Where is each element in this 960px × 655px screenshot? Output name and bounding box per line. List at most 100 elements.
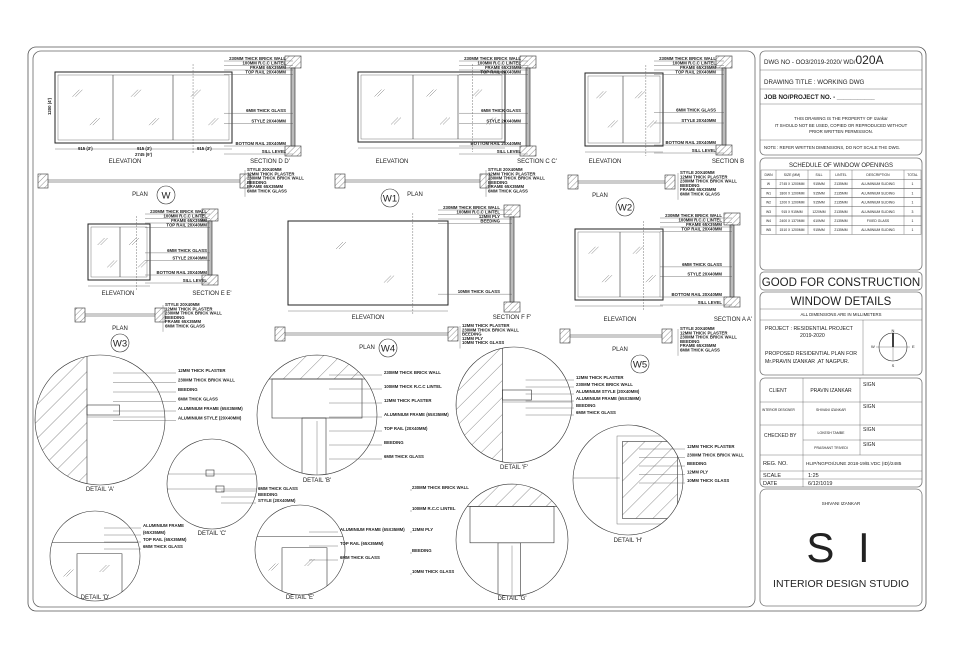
schedule-cell: SILL [816,173,823,177]
detail-label: ALUMINIUM FRAME [143,523,184,528]
dim-pane-3: 915 (3') [197,146,212,151]
plan-label: FRAME 65X35MM [680,343,716,348]
schedule-cell: SIZE (MM) [784,173,800,177]
plan-label: STYLE 20X40MM [165,302,200,307]
glass-mark-icon [211,118,219,126]
section-label: 230MM THICK BRICK WALL [659,56,716,61]
window-tag-circle [380,188,400,208]
plan-wall-left [567,174,579,190]
plan-wall-left [559,328,571,344]
dim-height: 1200 (4') [47,97,52,115]
detail-label: 6MM THICK GLASS [178,397,218,402]
glass-mark-icon [635,246,644,254]
detail-circle [49,510,141,602]
detail-label: 230MM THICK BRICK WALL [178,378,235,383]
drawing-title: DRAWING TITLE : WORKING DWG [764,79,865,86]
dwg-no: DWG NO - OO3/2019-2020/ WD/020A [764,53,884,67]
plan-label: 12MM THICK PLASTER [247,171,295,176]
glass-mark-icon [645,275,653,283]
studio-owner: SHIVANI IZANKAR [822,501,861,506]
title-block: DWG NO - OO3/2019-2020/ WD/020A DRAWING … [759,50,923,607]
plan-wall-left [334,173,346,189]
window-tag: W5 [633,360,647,371]
section-label: FRAME 65X35MM [680,65,716,70]
section-caption: SECTION A A' [714,317,752,323]
detail-label: 12MM THICK PLASTER [384,398,432,403]
svg-text:E: E [912,344,915,349]
sign-client: SIGN [863,382,876,388]
glass-mark-icon [338,241,347,250]
glass-mark-icon [107,260,115,268]
section-label: 12MM PLY [479,214,500,219]
plan-wall-right [661,328,673,344]
schedule-cell: 1 [912,201,914,205]
elevation-caption: ELEVATION [102,291,135,297]
elevation-caption: ELEVATION [604,317,637,323]
plan-label: 230MM THICK BRICK WALL [462,327,519,332]
scale-value: 1:25 [808,473,819,479]
section-label: 100MM R.C.C LINTEL [679,218,723,223]
glass-mark-icon [208,118,216,126]
section-label: FRAME 65X35MM [250,65,286,70]
plan-caption: PLAN [592,193,608,199]
glass-mark-icon [89,118,97,126]
plan-label: 12MM THICK PLASTER [680,174,728,179]
drawing-area-border [32,50,756,608]
elevation-inner-frame [90,226,148,278]
checked-value-2: PRASHANT TRIVEDI [814,446,848,450]
plan-label: 230MM THICK BRICK WALL [488,176,545,181]
detail-label: 10MM THICK GLASS [687,478,729,483]
schedule-cell: 2400 X 1370MM [780,219,805,223]
schedule-cell: ALUMINIUM SLIDING [861,201,895,205]
svg-text:W: W [871,344,875,349]
detail-circle [254,504,346,596]
schedule-cell: 2135MM [834,201,847,205]
section-label: 230MM THICK BRICK WALL [665,213,722,218]
style-profile [215,485,225,493]
schedule-cell: 1510 X 1200MM [780,228,805,232]
section-frame [525,67,531,147]
section-caption: SECTION C C' [517,159,557,165]
section-label: STYLE 20X40MM [681,118,716,123]
section-frame [207,220,213,276]
section-label: BOTTOM RAIL 20X40MM [672,292,723,297]
schedule-cell: 1 [912,191,914,195]
section-label: FRAME 65X35MM [686,222,722,227]
detail-content [255,536,345,595]
glass-mark-icon [66,569,74,577]
plan-label: 230MM THICK BRICK WALL [680,335,737,340]
schedule-cell: ALUMINIUM SLIDING [861,191,895,195]
glass-mark-icon [92,118,100,126]
section-caption: SECTION B [712,159,744,165]
section-caption: SECTION E E' [192,291,231,297]
glass-mark-icon [591,246,599,254]
detail-label: 12MM PLY [412,527,433,532]
reg-value: HLIP/NGPOI/JUNE 2018-19/B.VDC (ID)/2485 [806,461,902,466]
plan-wall-right [154,307,166,323]
designer-value: SHIVANI IZANKAR [816,408,846,412]
elevation-caption: ELEVATION [376,159,409,165]
section-label: TOP RAIL 20X40MM [245,70,286,75]
sign-checker-2: SIGN [863,442,876,448]
glass-mark-icon [442,117,451,125]
glass-mark-icon [649,120,658,128]
designer-label: INTERIOR DESIGNER [762,408,795,412]
section-label: BOTTOM RAIL 20X40MM [666,140,717,145]
glass-mark-icon [390,117,399,125]
schedule-cell: W [767,182,771,186]
detail-label: BEEDING [576,403,596,408]
glass-mark-icon [377,89,385,97]
dimensions-note: ALL DIMENSIONS ARE IN MILLIMETERS [800,312,881,317]
svg-text:N: N [892,328,895,333]
detail-label: 12MM PLY [687,470,708,475]
plan-caption: PLAN [612,347,628,353]
frame-profile [76,553,123,601]
detail-label: 100MM R.C.C LINTEL [412,506,456,511]
schedule-cell: 3 [912,210,914,214]
detail-circle [455,346,573,464]
section-label: TOP RAIL 20X40MM [480,70,521,75]
detail-circle [34,354,166,486]
